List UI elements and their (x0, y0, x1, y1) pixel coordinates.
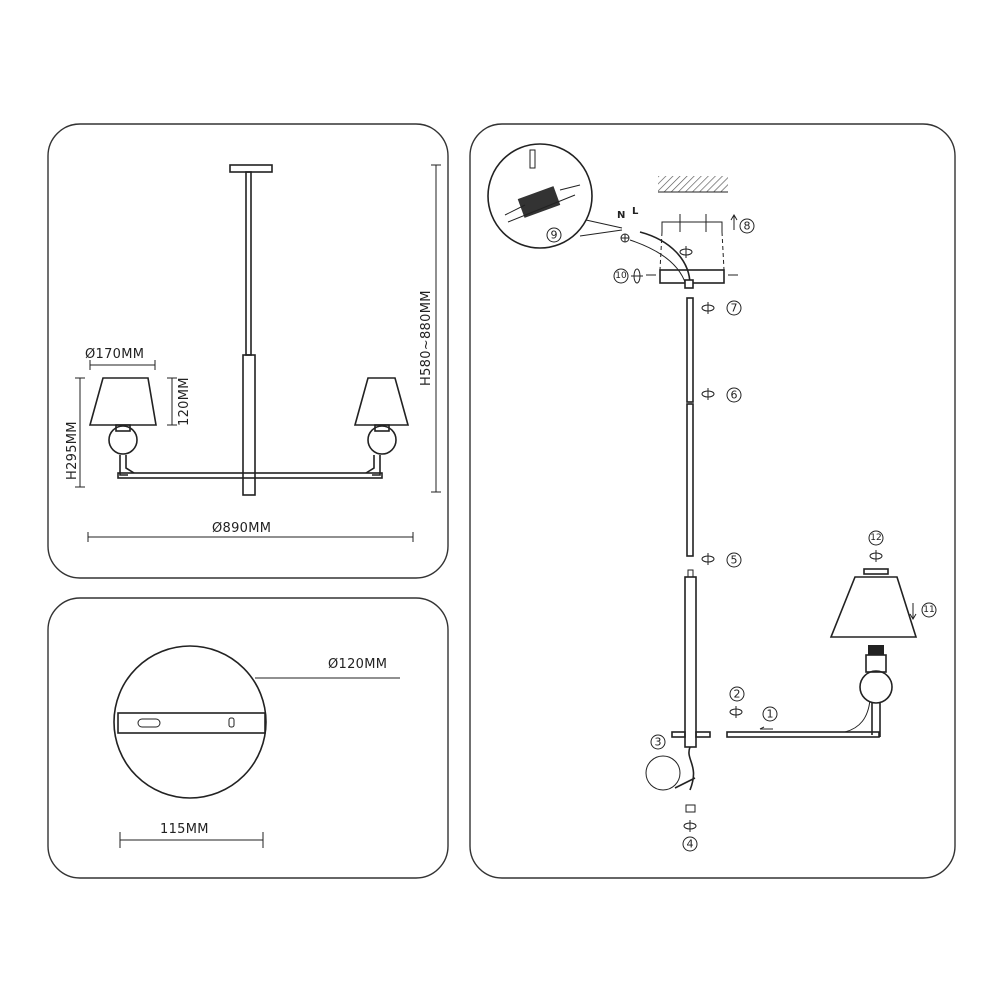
canopy-diameter-label: Ø120MM (328, 657, 387, 672)
step-12: 12 (868, 530, 884, 546)
total-height-label: H580~880MM (419, 290, 434, 386)
svg-text:12: 12 (870, 533, 881, 543)
svg-text:1: 1 (767, 708, 774, 721)
total-diameter-label: Ø890MM (212, 521, 271, 536)
svg-text:4: 4 (687, 838, 694, 851)
step-1: 1 (762, 706, 778, 722)
svg-text:7: 7 (731, 302, 738, 315)
svg-text:10: 10 (615, 271, 627, 281)
rotate-icons (631, 246, 883, 832)
dimensions-panel (47, 123, 449, 579)
svg-text:5: 5 (731, 554, 738, 567)
chandelier-front-view (88, 164, 410, 496)
assembly-panel (469, 123, 956, 879)
downrod-upper (686, 297, 694, 403)
step-8: 8 (739, 218, 755, 234)
shade-diameter-label: Ø170MM (85, 347, 144, 362)
svg-text:11: 11 (923, 605, 934, 615)
svg-text:2: 2 (734, 688, 741, 701)
ground-icon (620, 233, 630, 243)
ceiling-canopy (629, 214, 738, 289)
step-7: 7 (726, 300, 742, 316)
terminal-detail-callout (487, 143, 623, 249)
svg-text:9: 9 (551, 229, 558, 242)
lamp-arm (671, 568, 918, 738)
live-wire-label: L (632, 206, 639, 217)
downrod-middle (686, 403, 694, 557)
canopy-panel (47, 597, 449, 879)
svg-text:6: 6 (731, 389, 738, 402)
canopy-bottom-view (113, 645, 400, 848)
step-9: 9 (546, 227, 562, 243)
step-4: 4 (682, 836, 698, 852)
arm-height-label: H295MM (65, 421, 80, 480)
step-10: 10 (613, 268, 629, 284)
bracket-length-label: 115MM (160, 822, 209, 837)
shade-height-label: 120MM (177, 377, 192, 426)
svg-text:3: 3 (655, 736, 662, 749)
svg-text:8: 8 (744, 220, 751, 233)
wiring-connector-detail (645, 746, 696, 813)
step-3: 3 (650, 734, 666, 750)
step-2: 2 (729, 686, 745, 702)
step-5: 5 (726, 552, 742, 568)
ceiling-hatch (658, 176, 728, 193)
step-11: 11 (921, 602, 937, 618)
step-6: 6 (726, 387, 742, 403)
neutral-wire-label: N (617, 210, 626, 221)
dimension-lines (75, 164, 441, 542)
